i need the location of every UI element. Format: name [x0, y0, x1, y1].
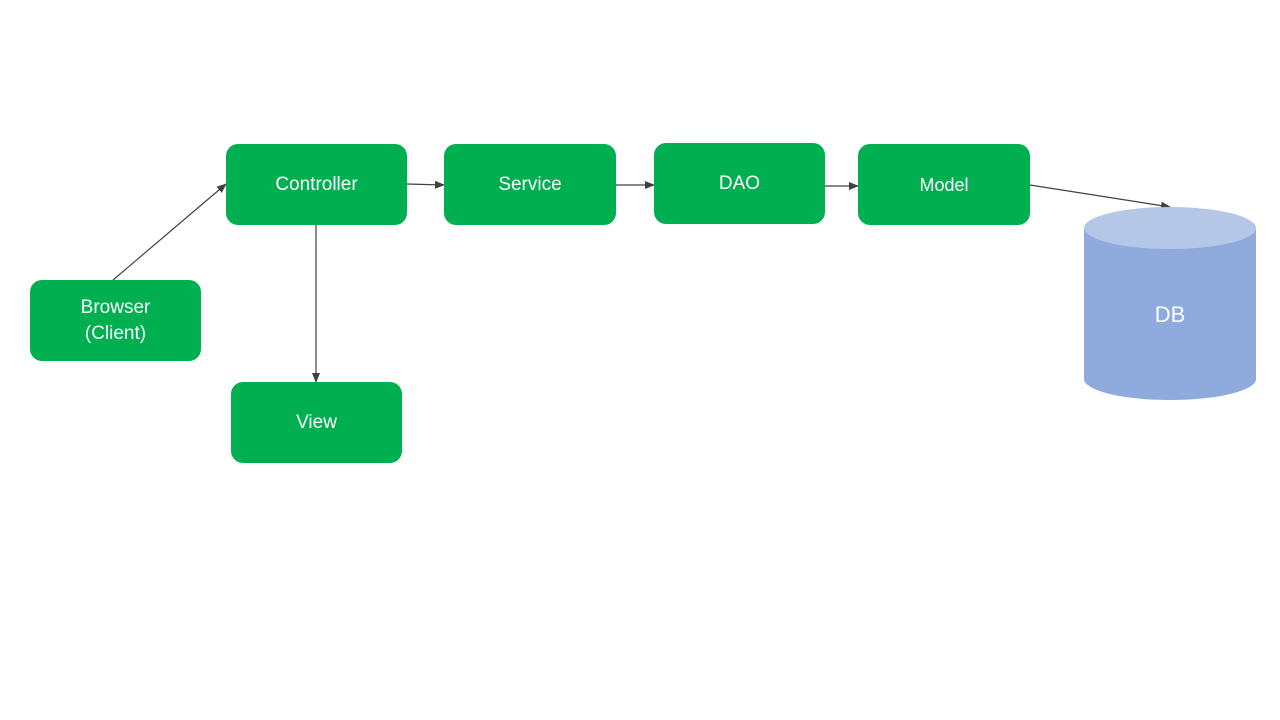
dao-label: DAO: [718, 172, 761, 194]
browser-client-node: Browser (Client): [30, 280, 201, 361]
view-node: View: [231, 382, 402, 463]
controller-label: Controller: [275, 173, 358, 195]
service-node: Service: [444, 144, 616, 225]
edge-model-db: [1029, 184, 1171, 210]
database-cylinder-icon: [1084, 207, 1256, 400]
edge-browser-controller: [112, 183, 227, 281]
dao-node: DAO: [654, 143, 825, 224]
edge-controller-service: [406, 180, 445, 189]
model-node: Model: [858, 144, 1030, 225]
model-label: Model: [919, 174, 969, 195]
db-label: DB: [1154, 302, 1186, 327]
view-label: View: [296, 411, 337, 433]
controller-node: Controller: [226, 144, 407, 225]
service-label: Service: [498, 173, 562, 195]
browser-client-label: Browser (Client): [80, 296, 151, 344]
database-node: DB: [1084, 207, 1256, 400]
